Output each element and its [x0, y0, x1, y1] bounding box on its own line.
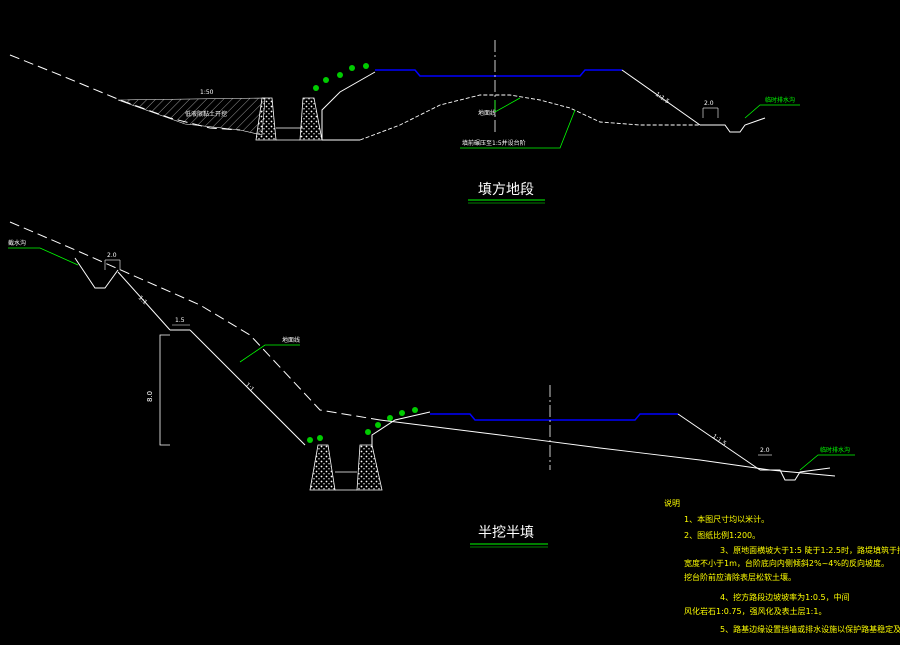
fill-ditch-label: 临时排水沟 [765, 96, 795, 104]
note-2: 2、图纸比例1:200。 [684, 530, 760, 540]
fill-ditch-width: 2.0 [704, 100, 714, 107]
fill-section-title: 填方地段 [478, 182, 534, 198]
retaining-wall-right [299, 97, 323, 141]
cut-ditch-left-label: 截水沟 [8, 239, 26, 247]
cut-right-slope [677, 413, 761, 471]
fill-pavement [375, 69, 622, 77]
notes-heading: 说明 [664, 498, 680, 508]
cut-ground-label: 地面线 [282, 336, 300, 344]
note-5: 5、路基边缘设置挡墙或排水设施以保护路基稳定及排水。 [720, 624, 900, 634]
fill-subgrade [359, 94, 700, 141]
cut-pavement [430, 413, 678, 421]
vegetation-cut [365, 407, 418, 435]
slope-top-label: 1:50 [200, 89, 214, 96]
cut-slope-2 [189, 329, 306, 446]
cut-slope-right-label: 1:1.5 [711, 433, 728, 448]
cut-slope-1 [117, 271, 171, 331]
cut-wall-left [309, 444, 336, 491]
fill-ditch [700, 117, 766, 133]
center-label: 地面线 [478, 109, 496, 117]
cut-ditch-width: 2.0 [107, 252, 117, 259]
note-4: 4、挖方路段边坡坡率为1:0.5，中间 [720, 592, 850, 602]
excavation-label: 低液限黏土开挖 [185, 110, 227, 118]
cut-section-title: 半挖半填 [478, 525, 534, 541]
cut-slope-1-label: 1:1 [137, 294, 149, 306]
bottom-label: 填前碾压至1:5并设台阶 [462, 139, 526, 147]
cut-ditch-right-width: 2.0 [760, 447, 770, 454]
vegetation-top [313, 63, 369, 91]
fill-right-slope [621, 69, 701, 126]
cut-ground-line [9, 221, 381, 421]
cut-berm-label: 1.5 [175, 317, 185, 324]
cut-ditch-left [74, 257, 119, 289]
fill-ditch-leader [744, 104, 800, 119]
cut-section: 截水沟 2.0 1:1 1.5 1:1 8.0 地面线 [8, 221, 855, 548]
fill-slope-right-label: 1:1.5 [654, 91, 671, 106]
note-3b: 宽度不小于1m，台阶底向内侧倾斜2%~4%的反向坡度。 [684, 558, 889, 568]
cut-height-label: 8.0 [146, 391, 154, 402]
cut-ditch-right-label: 临时排水沟 [820, 446, 850, 454]
bottom-leader [460, 109, 576, 149]
cut-ditch-right-leader [799, 454, 855, 471]
center-leader [494, 97, 521, 113]
fill-embankment-slope [321, 71, 376, 140]
cut-ditch-left-leader [8, 247, 79, 266]
note-1: 1、本图尺寸均以米计。 [684, 514, 769, 524]
cut-ground-leader [239, 344, 300, 363]
notes: 说明 1、本图尺寸均以米计。 2、图纸比例1:200。 3、原地面横坡大于1:5… [664, 498, 900, 634]
fill-section: 低液限黏土开挖 1:50 1:1.5 2.0 临时排水沟 [9, 40, 800, 204]
cut-embankment [371, 411, 431, 445]
cut-wall-right [356, 444, 383, 491]
note-3c: 挖台阶前应清除表层松软土壤。 [684, 572, 796, 582]
fill-ground-line-left [9, 54, 241, 131]
vegetation-left-wall [307, 435, 323, 443]
note-3: 3、原地面横坡大于1:5 陡于1:2.5时，路堤填筑于挖台阶后。台阶 [720, 545, 900, 555]
note-4b: 风化岩石1:0.75，强风化及表土层1:1。 [684, 606, 826, 616]
excavation-hatch [117, 97, 266, 136]
cut-ditch-right [760, 467, 831, 481]
cut-height-dim [159, 334, 170, 446]
cut-slope-2-label: 1:1 [244, 381, 256, 393]
